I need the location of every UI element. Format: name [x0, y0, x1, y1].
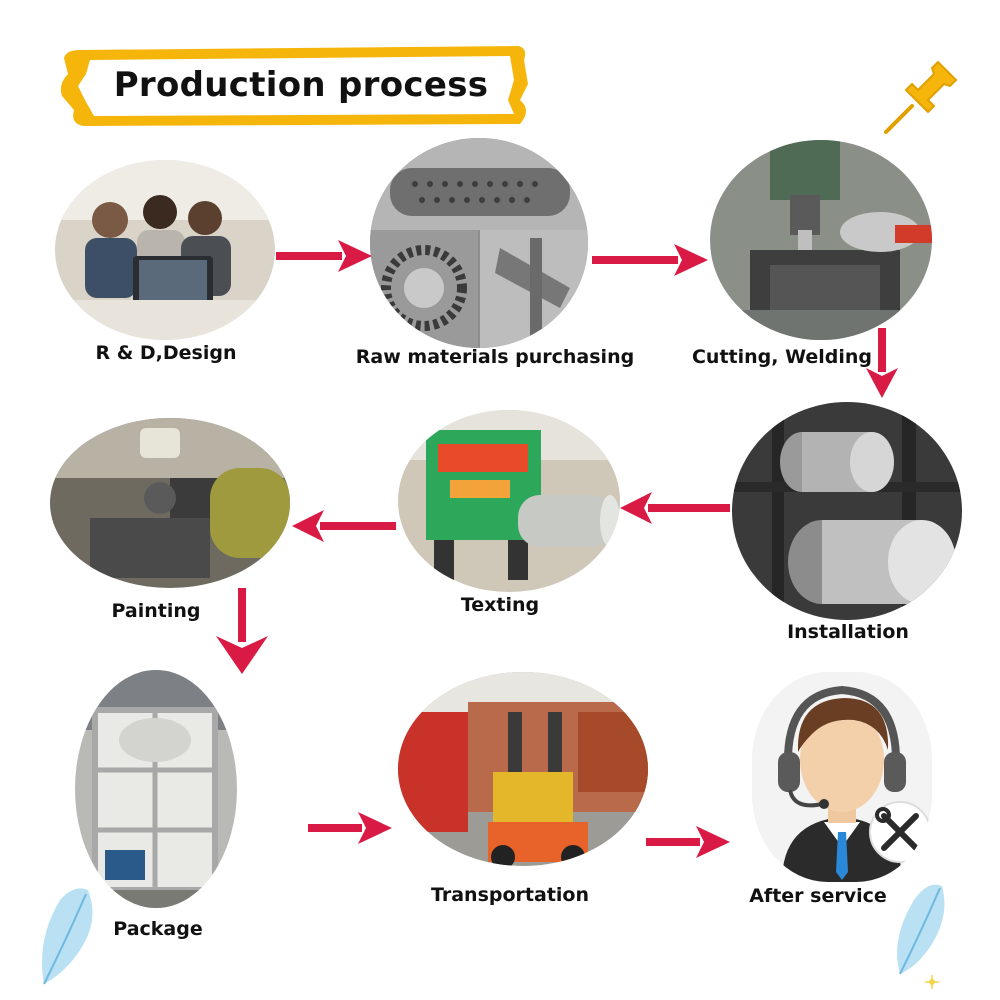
arrow-down-icon: [216, 588, 268, 674]
arrow-left-icon: [620, 492, 730, 524]
step-label: Package: [113, 918, 203, 940]
forklift-truck-photo: [398, 672, 648, 866]
green-machine-photo: [398, 410, 620, 592]
spray-painting-photo: [50, 418, 290, 588]
title-banner: Production process: [58, 40, 538, 130]
arrow-down-icon: [866, 328, 898, 398]
push-pin-icon: [884, 60, 958, 134]
arrow-right-icon: [276, 240, 372, 272]
banner-shape: [60, 46, 528, 126]
milling-machine-photo: [710, 140, 932, 340]
arrow-right-icon: [646, 826, 730, 858]
step-label: R & D,Design: [95, 342, 237, 364]
step-label: Painting: [111, 600, 201, 622]
step-label: Cutting, Welding: [691, 346, 873, 368]
arrow-right-icon: [592, 244, 708, 276]
feather-icon: [897, 884, 945, 975]
step-label: Texting: [460, 594, 540, 616]
step-label: Raw materials purchasing: [355, 346, 635, 368]
arrow-left-icon: [292, 510, 396, 542]
step-label: After service: [749, 885, 887, 907]
step-label: Installation: [787, 621, 909, 643]
metal-drums-photo: [732, 402, 962, 620]
team-meeting-photo: [55, 160, 275, 340]
packaged-machine-photo: [75, 670, 237, 908]
arrow-right-icon: [308, 812, 392, 844]
sparkle-icon: [925, 975, 939, 989]
page-title: Production process: [113, 65, 489, 105]
feather-icon: [42, 888, 93, 985]
support-agent-icon: [752, 672, 932, 882]
step-label: Transportation: [430, 884, 590, 906]
metal-parts-photo: [370, 138, 588, 348]
